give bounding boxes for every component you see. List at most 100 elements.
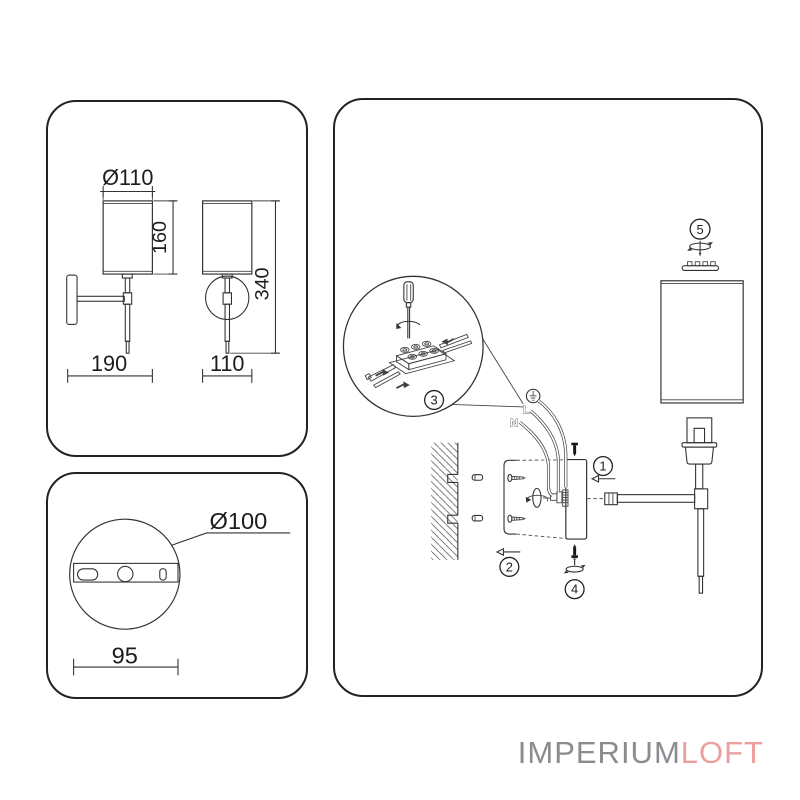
slot-small bbox=[159, 568, 167, 581]
socket-cup bbox=[684, 446, 715, 465]
dimensions-panel: Ø110 160 190 bbox=[46, 100, 308, 457]
step-5-label: 5 bbox=[696, 222, 703, 237]
stem-lower-front bbox=[224, 303, 231, 342]
dim-shade-height: 160 bbox=[149, 200, 178, 275]
callout-leader-2 bbox=[451, 404, 524, 408]
step-1-label: 1 bbox=[599, 458, 606, 473]
hole-spacing-label: 95 bbox=[112, 644, 138, 670]
step-marker-1: 1 bbox=[590, 455, 616, 483]
stem-tip bbox=[125, 340, 130, 354]
dim-total-height: 340 bbox=[230, 200, 280, 354]
mount-plate-circle bbox=[69, 518, 181, 630]
slot-oval bbox=[77, 568, 99, 581]
center-hole bbox=[117, 565, 134, 583]
wall-hatch bbox=[431, 442, 458, 560]
stem-upper-front bbox=[224, 277, 231, 294]
rotation-washer-icon bbox=[525, 487, 550, 508]
step-marker-4: 4 bbox=[563, 558, 586, 600]
stem-upper bbox=[124, 277, 131, 294]
supply-wires bbox=[518, 399, 568, 497]
washer-rotation-icon bbox=[565, 565, 584, 573]
lower-stem bbox=[697, 508, 705, 577]
projection-line-bottom bbox=[516, 533, 566, 540]
stem-joint-front bbox=[222, 292, 232, 305]
wiring-callout-bubble: 3 bbox=[342, 275, 484, 418]
wire-right-1 bbox=[438, 333, 469, 349]
lamp-front-view bbox=[202, 200, 253, 354]
installation-panel: 3 L N bbox=[333, 98, 763, 697]
stem-tip-front bbox=[225, 340, 230, 354]
dim-depth: 190 bbox=[67, 351, 153, 383]
wire-end-lug bbox=[364, 373, 372, 381]
terminal-screws bbox=[400, 340, 439, 360]
bolt-icon-bottom bbox=[571, 544, 578, 558]
step-marker-5: 5 bbox=[681, 218, 719, 272]
lamp-shade bbox=[660, 280, 744, 404]
brand-logo: IMPERIUMLOFT bbox=[518, 735, 764, 771]
step-4-label: 4 bbox=[571, 582, 578, 597]
brand-logo-secondary: LOFT bbox=[680, 735, 764, 770]
dim-shade-diameter: Ø110 bbox=[100, 165, 156, 200]
wire-left-1 bbox=[367, 364, 397, 382]
shade-diameter-label: Ø110 bbox=[102, 165, 153, 190]
shade-front bbox=[202, 200, 253, 275]
socket-assembly bbox=[587, 417, 718, 594]
mount-plate-panel: Ø100 95 bbox=[46, 472, 308, 699]
total-height-label: 340 bbox=[252, 267, 274, 300]
screw-icon-bottom bbox=[507, 514, 527, 523]
step-marker-3: 3 bbox=[424, 389, 445, 411]
wire-left-2 bbox=[372, 371, 401, 389]
mount-plate-drawing: Ø100 95 bbox=[69, 509, 291, 676]
anchor-icon-bottom bbox=[471, 514, 484, 522]
dim-plate-diameter: Ø100 bbox=[171, 509, 291, 546]
mount-bracket bbox=[503, 459, 517, 535]
callout-circle bbox=[342, 275, 484, 418]
stem-lower bbox=[124, 303, 131, 342]
anchor-icon-top bbox=[471, 474, 484, 481]
shade-ring-icon bbox=[681, 261, 719, 272]
screwdriver-icon bbox=[396, 281, 421, 339]
arm-side bbox=[76, 295, 125, 302]
drill-hole-bottom bbox=[447, 514, 458, 524]
bolt-icon-top bbox=[571, 442, 578, 457]
screw-icon-top bbox=[507, 473, 527, 483]
plate-diameter-label: Ø100 bbox=[209, 509, 267, 535]
wire-live-label: L bbox=[523, 404, 530, 416]
arm-connector bbox=[604, 492, 618, 506]
wire-neutral-label: N bbox=[510, 417, 518, 429]
lamp-side-view bbox=[66, 200, 153, 354]
step-3-label: 3 bbox=[430, 392, 437, 407]
installation-drawing: 3 L N bbox=[342, 218, 744, 600]
tee-joint bbox=[694, 488, 709, 510]
socket-thread bbox=[686, 417, 713, 444]
width-label: 110 bbox=[210, 351, 245, 376]
shade-height-label: 160 bbox=[149, 221, 171, 254]
terminal-block-icon bbox=[364, 333, 473, 389]
depth-label: 190 bbox=[91, 351, 127, 376]
wall-plate-side bbox=[66, 274, 78, 326]
callout-leader-1 bbox=[482, 338, 524, 405]
step-2-label: 2 bbox=[506, 559, 513, 574]
wall-section bbox=[431, 442, 459, 560]
wire-right-2 bbox=[442, 340, 473, 354]
dimensions-drawing: Ø110 160 190 bbox=[66, 165, 280, 383]
earth-ground-icon bbox=[525, 388, 541, 404]
socket-notch bbox=[693, 427, 706, 443]
upper-stem bbox=[695, 463, 704, 490]
step-marker-2: 2 bbox=[495, 547, 521, 577]
drill-hole-top bbox=[447, 473, 458, 483]
backplate-circle bbox=[205, 275, 250, 321]
shade-side bbox=[102, 200, 153, 275]
canopy-plate bbox=[565, 458, 588, 540]
socket-flange bbox=[681, 442, 718, 448]
dim-width: 110 bbox=[202, 351, 253, 383]
dim-hole-spacing: 95 bbox=[73, 644, 179, 676]
insert-arrow-icons bbox=[375, 338, 455, 389]
stem-end-tip bbox=[698, 575, 704, 594]
rotation-arrowhead bbox=[396, 323, 402, 329]
horizontal-arm bbox=[616, 494, 696, 503]
finial-rotation-icon bbox=[687, 240, 713, 257]
shade-collar bbox=[121, 273, 133, 279]
brand-logo-primary: IMPERIUM bbox=[517, 735, 681, 770]
